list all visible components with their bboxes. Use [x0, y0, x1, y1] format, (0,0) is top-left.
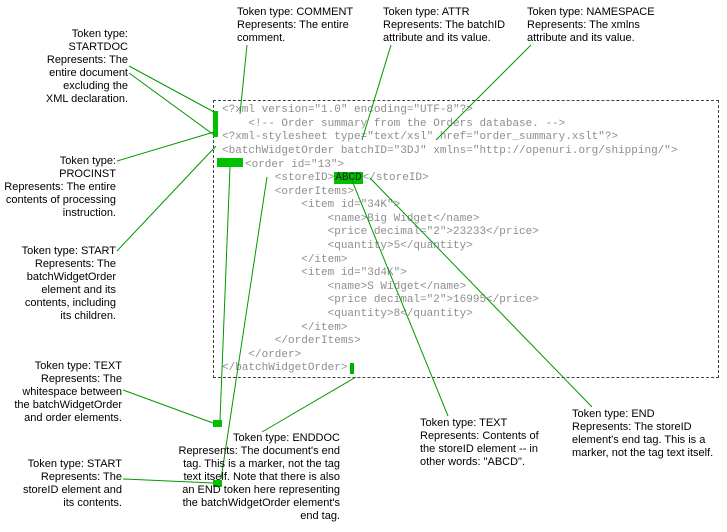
callout-namespace: Token type: NAMESPACE Represents: The xm…	[527, 6, 655, 44]
storeid-value-highlight: ABCD	[334, 171, 363, 184]
xml-code-line: <name>Big Widget</name>	[222, 212, 480, 225]
xml-code-line: <quantity>5</quantity>	[222, 239, 473, 252]
xml-code-line: <item id="34K">	[222, 199, 401, 212]
connector-line-startdoc-top	[128, 65, 215, 113]
callout-start-storeid: Token type: START Represents: The storeI…	[22, 458, 122, 509]
xml-code-text: </storeID>	[362, 171, 429, 184]
xml-code-text: <storeID>	[222, 171, 335, 184]
xml-code-box: <?xml version="1.0" encoding="UTF-8"?> <…	[213, 100, 719, 378]
xml-code-line: <orderItems>	[222, 185, 355, 198]
connector-line-text-whitespace-a	[122, 389, 214, 424]
xml-code-line: <quantity>8</quantity>	[222, 307, 473, 320]
startdoc-token-marker	[213, 111, 218, 137]
xml-code-line: <item id="3d4K">	[222, 267, 407, 280]
callout-startdoc: Token type: STARTDOC Represents: The ent…	[45, 28, 128, 105]
callout-procinst: Token type: PROCINST Represents: The ent…	[4, 155, 116, 219]
connector-line-procinst	[116, 131, 215, 162]
xml-code-line: </orderItems>	[222, 335, 361, 348]
xml-code-line: <!-- Order summary from the Orders datab…	[222, 117, 566, 130]
xml-code-line: <?xml-stylesheet type="text/xsl" href="o…	[222, 131, 619, 144]
text-whitespace-marker-stub	[213, 420, 222, 427]
xml-code-line: <name>S Widget</name>	[222, 280, 467, 293]
callout-text-whitespace: Token type: TEXT Represents: The whitesp…	[14, 360, 122, 424]
callout-end-storeid: Token type: END Represents: The storeID …	[572, 408, 714, 459]
text-whitespace-token-marker	[217, 158, 243, 168]
xml-code-line: <price decimal="2">16995</price>	[222, 294, 539, 307]
xml-code-line: <batchWidgetOrder batchID="3DJ" xmlns="h…	[222, 144, 678, 157]
xml-code-text: <order id="13">	[245, 159, 345, 172]
xml-code-line: <?xml version="1.0" encoding="UTF-8"?>	[222, 104, 473, 116]
callout-start-batchwidgetorder: Token type: START Represents: The batchW…	[21, 245, 116, 322]
connector-line-start-batch	[116, 145, 217, 252]
xml-code-line: </batchWidgetOrder>	[222, 362, 718, 376]
enddoc-token-marker	[350, 363, 355, 375]
connector-line-enddoc	[261, 376, 357, 433]
callout-attr: Token type: ATTR Represents: The batchID…	[383, 6, 506, 44]
xml-code-text: </batchWidgetOrder>	[222, 362, 348, 375]
xml-code-line: </order>	[222, 348, 302, 361]
callout-text-abcd: Token type: TEXT Represents: Contents of…	[420, 417, 539, 468]
start-storeid-marker-stub	[213, 480, 222, 487]
xml-code-line: <storeID>ABCD</storeID>	[222, 171, 718, 186]
xml-code-line: <price decimal="2">23233</price>	[222, 226, 539, 239]
connector-line-startdoc-bottom	[128, 72, 215, 136]
callout-comment: Token type: COMMENT Represents: The enti…	[237, 6, 354, 44]
xml-code-line: </item>	[222, 253, 348, 266]
xml-code-line: </item>	[222, 321, 348, 334]
callout-enddoc: Token type: ENDDOC Represents: The docum…	[178, 432, 341, 522]
xml-code-line: <order id="13">	[217, 158, 718, 172]
